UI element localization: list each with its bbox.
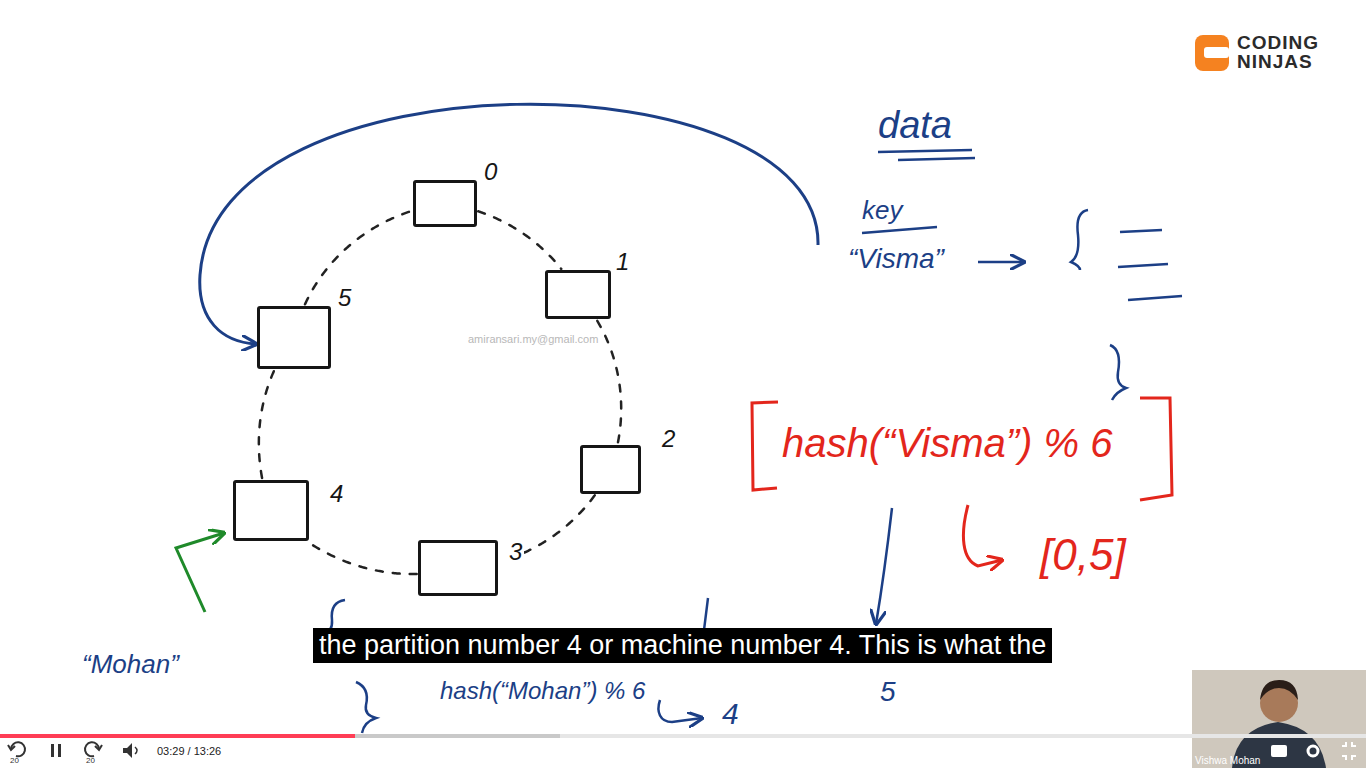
ring-segment bbox=[259, 370, 274, 478]
ring-segment bbox=[597, 321, 621, 444]
brace bbox=[1071, 210, 1088, 270]
ring-segment bbox=[305, 211, 411, 304]
machine-box: 5 bbox=[257, 306, 331, 369]
captions-icon bbox=[1271, 745, 1287, 757]
machine-box: 2 bbox=[580, 445, 641, 494]
key-note: key bbox=[862, 196, 902, 226]
result-number: 4 bbox=[722, 697, 739, 732]
ring-segment bbox=[478, 211, 561, 269]
value-line bbox=[1118, 264, 1168, 267]
rewind-icon bbox=[8, 745, 15, 750]
progress-track bbox=[0, 734, 1366, 738]
settings-icon bbox=[1308, 746, 1318, 756]
hash-formula: hash(“Mohan”) % 6 bbox=[440, 677, 645, 705]
volume-icon bbox=[123, 743, 132, 758]
partition-number: 3 bbox=[507, 539, 524, 565]
logo-text: CODING NINJAS bbox=[1237, 33, 1333, 71]
fullscreen-icon bbox=[1342, 742, 1356, 760]
progress-buffer bbox=[0, 734, 560, 738]
machine-box: 0 bbox=[413, 180, 477, 227]
range-note: [0,5] bbox=[1040, 530, 1126, 581]
partition-number: 1 bbox=[614, 249, 631, 275]
skip-seconds: 20 bbox=[10, 756, 19, 765]
volume-icon bbox=[135, 747, 137, 754]
mapping-arrow bbox=[176, 533, 224, 612]
pause-icon bbox=[51, 744, 54, 757]
key-value: “Mohan” bbox=[82, 650, 179, 680]
brace bbox=[1110, 345, 1126, 400]
result-arrow bbox=[659, 700, 703, 722]
logo-mask bbox=[1204, 47, 1229, 58]
pause-icon bbox=[58, 744, 61, 757]
result-arrow bbox=[963, 505, 1002, 566]
machine-box: 3 bbox=[418, 540, 498, 596]
hash-formula: hash(“Visma”) % 6 bbox=[782, 420, 1112, 466]
forward-icon bbox=[95, 745, 102, 750]
down-arrow bbox=[876, 508, 892, 624]
value-line bbox=[1120, 230, 1162, 232]
partition-number: 0 bbox=[482, 159, 499, 185]
presenter-name: Vishwa Mohan bbox=[1195, 755, 1260, 767]
underline bbox=[862, 227, 937, 233]
ring-segment bbox=[309, 542, 417, 574]
machine-box: 4 bbox=[233, 480, 309, 541]
heading-note: data bbox=[878, 104, 952, 148]
watermark: amiransari.my@gmail.com bbox=[468, 333, 598, 346]
progress-played bbox=[0, 734, 355, 738]
brace bbox=[356, 682, 376, 733]
key-arrow bbox=[978, 261, 1024, 264]
partition-number: 2 bbox=[660, 426, 677, 452]
bracket bbox=[752, 402, 778, 490]
value-line bbox=[1128, 296, 1182, 300]
result-number: 5 bbox=[880, 676, 896, 708]
skip-seconds: 20 bbox=[86, 756, 95, 765]
bracket bbox=[1140, 398, 1172, 500]
subtitle: the partition number 4 or machine number… bbox=[313, 628, 1052, 663]
partition-number: 4 bbox=[328, 481, 345, 507]
partition-number: 5 bbox=[336, 285, 353, 311]
machine-box: 1 bbox=[545, 270, 611, 319]
logo-icon bbox=[1195, 35, 1229, 71]
underline bbox=[878, 150, 972, 152]
time-display: 03:29 / 13:26 bbox=[157, 745, 221, 758]
webcam-frame bbox=[1192, 670, 1366, 768]
key-value: “Visma” bbox=[848, 243, 944, 275]
presenter-hair bbox=[1260, 680, 1298, 700]
underline bbox=[898, 158, 975, 160]
